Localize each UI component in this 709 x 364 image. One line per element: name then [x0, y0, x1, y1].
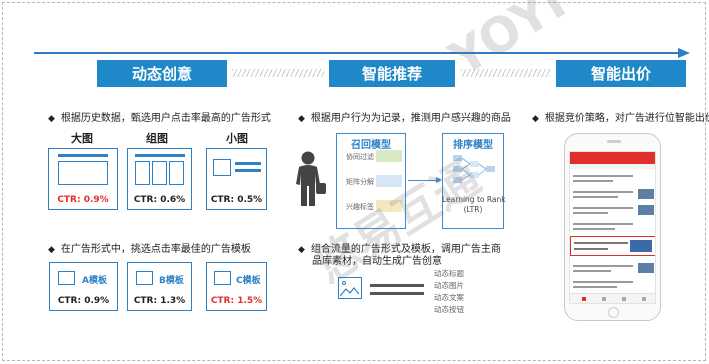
recall-item: 矩阵分解: [346, 178, 374, 186]
rank-caption-line2: (LTR): [463, 205, 483, 214]
speaker-grille: [607, 140, 621, 143]
template-label-b: B模板: [159, 276, 184, 286]
recommend-bullet-2-text-cont: 品库素材，自动生成广告创意: [312, 256, 442, 267]
recall-item: 兴趣标签: [346, 203, 374, 211]
recommend-bullet-2-cont: 品库素材，自动生成广告创意: [312, 252, 442, 267]
app-tab-bar: [570, 164, 655, 169]
recall-item: 协同过滤: [346, 153, 374, 161]
section-header-dynamic-creative: 动态创意: [97, 60, 227, 87]
home-button: [608, 307, 619, 318]
phone-screen: [569, 151, 656, 304]
recommend-bullet-1: ◆根据用户行为为记录，推测用户感兴趣的商品: [298, 113, 511, 124]
creative-bullet-2: ◆在广告形式中，挑选点击率最佳的广告模板: [48, 244, 251, 255]
dynamic-element: 动态标题: [434, 269, 464, 278]
creative-bullet-2-text: 在广告形式中，挑选点击率最佳的广告模板: [60, 244, 251, 255]
headline-bar: [58, 154, 108, 157]
recall-thumbnail: [376, 175, 402, 187]
image-placeholder: [169, 161, 184, 185]
connector-line: [408, 180, 438, 181]
template-label-a: A模板: [82, 276, 107, 286]
header-divider: [461, 69, 551, 77]
template-label-c: C模板: [236, 276, 261, 286]
dynamic-element: 动态文案: [434, 293, 464, 302]
section-header-smart-bidding: 智能出价: [556, 60, 686, 87]
template-ctr-c: CTR: 1.5%: [210, 296, 263, 306]
creative-bullet-1-text: 根据历史数据，甄选用户点击率最高的广告形式: [60, 113, 271, 124]
image-icon: [136, 271, 153, 285]
image-placeholder: [58, 161, 108, 185]
recommend-bullet-2-text: 组合流量的广告形式及模板，调用广告主商: [310, 244, 501, 255]
rank-model-title: 排序模型: [453, 140, 493, 151]
flow-arrow-head-icon: [678, 48, 690, 58]
layout-card-group: [127, 148, 192, 210]
creative-bullet-1: ◆根据历史数据，甄选用户点击率最高的广告形式: [48, 113, 271, 124]
dynamic-element: 动态图片: [434, 281, 464, 290]
recall-thumbnail: [376, 150, 402, 162]
recall-thumbnail: [376, 200, 402, 212]
diagram-frame: [2, 2, 706, 361]
layout-ctr-group: CTR: 0.6%: [133, 195, 186, 205]
layout-label-group: 组图: [146, 132, 168, 145]
news-item: [573, 188, 654, 200]
news-item: [573, 172, 654, 184]
layout-label-large: 大图: [71, 132, 93, 145]
app-top-bar: [570, 152, 655, 164]
template-card-c: C模板: [206, 262, 267, 311]
layout-label-small: 小图: [226, 132, 248, 145]
bidding-bullet-1: ◆根据竞价策略，对广告进行位智能出价: [532, 109, 709, 124]
image-icon: [214, 271, 231, 285]
dynamic-element: 动态按钮: [434, 305, 464, 314]
template-card-b: B模板: [127, 262, 192, 311]
recommend-bullet-2: ◆组合流量的广告形式及模板，调用广告主商: [298, 244, 501, 255]
text-line: [235, 162, 261, 165]
rank-caption-line1: Learning to Rank: [442, 195, 506, 204]
image-placeholder: [152, 161, 167, 185]
header-divider: [232, 69, 324, 77]
recall-model-title: 召回模型: [351, 140, 391, 151]
text-line: [235, 169, 261, 172]
template-ctr-a: CTR: 0.9%: [57, 296, 110, 306]
layout-card-small: [206, 148, 267, 210]
text-line: [370, 284, 424, 287]
bidding-bullet-1-text: 根据竞价策略，对广告进行位智能出价: [544, 113, 709, 124]
news-item: [573, 278, 654, 290]
template-ctr-b: CTR: 1.3%: [133, 296, 186, 306]
person-icon: [296, 151, 326, 206]
news-item: [573, 204, 654, 216]
news-item: [573, 262, 654, 274]
flow-arrow-line: [34, 52, 680, 54]
layout-ctr-large: CTR: 0.9%: [57, 195, 109, 205]
image-placeholder: [135, 161, 150, 185]
image-icon: [338, 277, 362, 299]
image-placeholder: [213, 159, 231, 176]
template-card-a: A模板: [49, 262, 118, 311]
layout-card-large: [48, 148, 118, 210]
rank-model-box: [442, 133, 504, 229]
highlighted-ad-slot: [570, 236, 655, 256]
connector-arrow-icon: [436, 177, 442, 183]
image-icon: [58, 271, 75, 285]
dynamic-elements-list: 动态标题 动态图片 动态文案 动态按钮: [434, 268, 464, 316]
ranking-network-icon: [453, 155, 495, 183]
news-item: [573, 220, 654, 232]
text-line: [370, 292, 424, 295]
recommend-bullet-1-text: 根据用户行为为记录，推测用户感兴趣的商品: [310, 113, 511, 124]
layout-ctr-small: CTR: 0.5%: [210, 195, 263, 205]
app-bottom-nav: [570, 293, 655, 303]
headline-bar: [135, 154, 185, 157]
section-header-smart-recommend: 智能推荐: [329, 60, 455, 87]
